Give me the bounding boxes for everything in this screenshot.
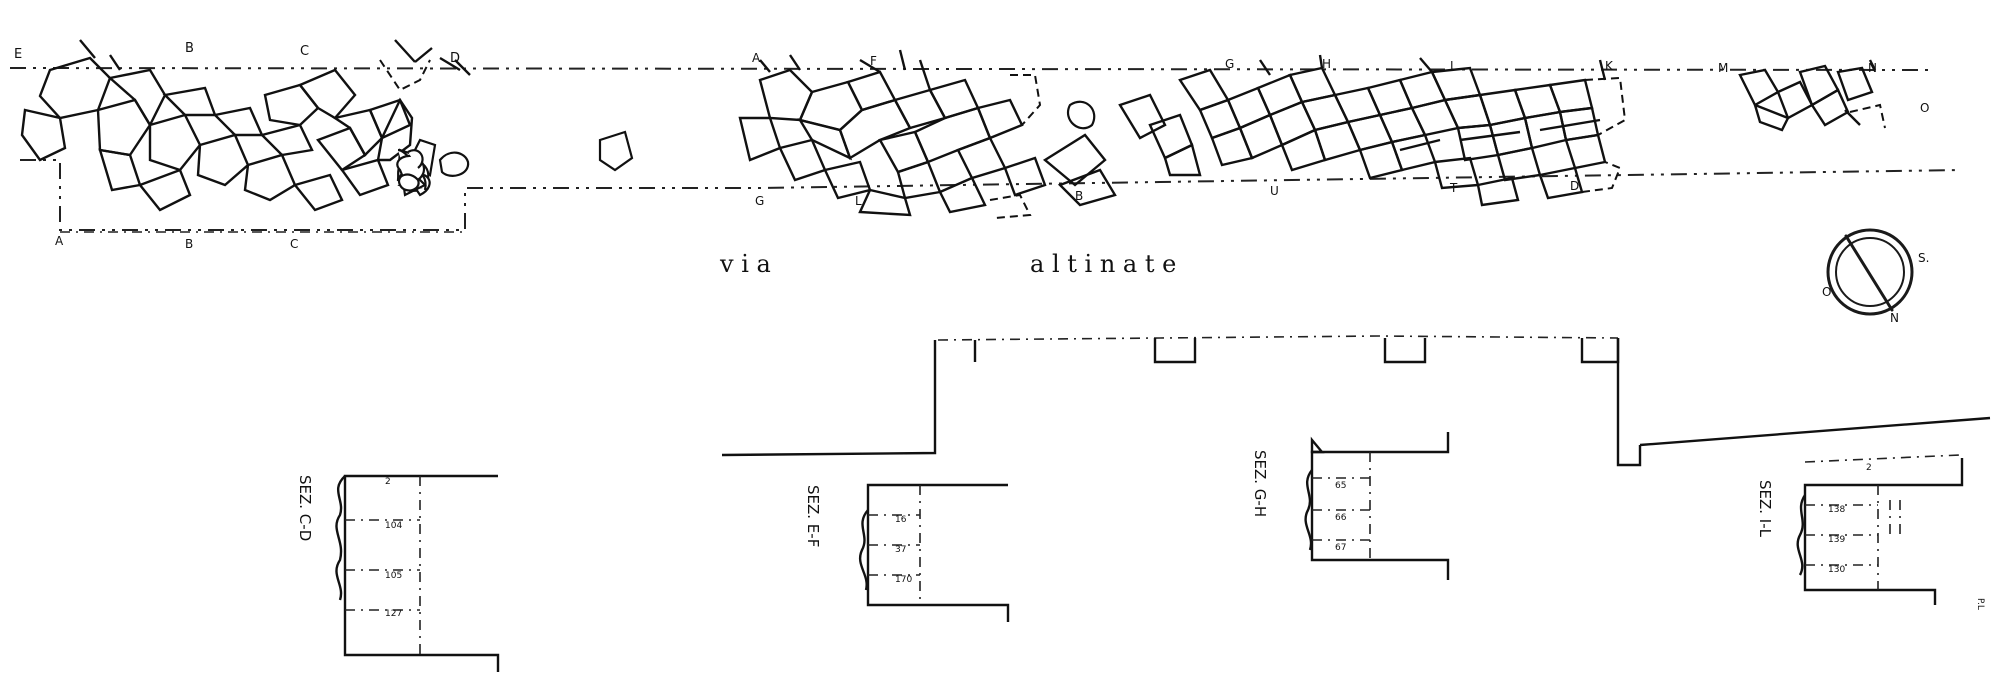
section-c-d-value-3: 105 xyxy=(385,571,402,581)
axis-marker-M: M xyxy=(1718,61,1728,75)
section-i-l-value-2: 138 xyxy=(1828,505,1845,515)
section-g-h: SEZ. G-H 65 66 67 xyxy=(1251,432,1450,580)
section-i-l-value-1: 2 xyxy=(1866,463,1872,473)
section-c-d-value-4: 127 xyxy=(385,609,402,619)
section-g-h-value-1: 65 xyxy=(1335,481,1346,491)
building-outline xyxy=(721,335,1991,467)
axis-marker-O: O xyxy=(1920,101,1929,115)
axis-marker-L-bottom: L xyxy=(855,194,862,208)
compass-label-right: S. xyxy=(1918,251,1929,265)
street-name-word-2: a l t i n a t e xyxy=(1030,250,1176,278)
axis-marker-F: F xyxy=(870,54,877,68)
survey-axis-lines xyxy=(9,67,1961,233)
section-i-l: SEZ. I-L 2 138 139 130 P.L xyxy=(1756,458,1985,610)
axis-marker-D-top: D xyxy=(450,51,460,66)
axis-marker-G: G xyxy=(1225,57,1234,71)
section-e-f: SEZ. E-F 16 37 170 xyxy=(804,483,1010,622)
paving-stones-center xyxy=(738,49,1117,219)
paving-stones-far-east xyxy=(1738,59,1886,132)
axis-marker-C-bottom: C xyxy=(290,237,298,251)
compass-label-bottom: N xyxy=(1890,311,1899,325)
scale-note: P.L xyxy=(1975,598,1985,610)
axis-marker-K: K xyxy=(1605,59,1614,73)
loose-stones xyxy=(396,130,634,192)
axis-marker-A-bottom: A xyxy=(55,234,64,248)
section-i-l-value-4: 130 xyxy=(1828,565,1845,575)
section-g-h-value-2: 66 xyxy=(1335,513,1347,523)
street-name-word-1: v i a xyxy=(719,250,771,278)
axis-markers: E B C D A F G H I K M N O A B C G L B U … xyxy=(14,41,1929,251)
section-c-d-value-1: 2 xyxy=(385,477,391,487)
axis-marker-D-bottom: D xyxy=(1570,179,1579,193)
section-label-e-f: SEZ. E-F xyxy=(804,485,822,547)
axis-marker-U: U xyxy=(1270,184,1279,198)
section-e-f-value-1: 16 xyxy=(895,515,907,525)
axis-marker-B-mid: B xyxy=(1075,189,1083,203)
section-i-l-value-3: 139 xyxy=(1828,535,1845,545)
section-label-g-h: SEZ. G-H xyxy=(1251,450,1269,517)
axis-marker-E: E xyxy=(14,47,22,62)
section-g-h-value-3: 67 xyxy=(1335,543,1346,553)
section-label-i-l: SEZ. I-L xyxy=(1756,480,1774,538)
axis-marker-A-top: A xyxy=(752,51,761,65)
axis-marker-B-top: B xyxy=(185,41,194,56)
section-e-f-value-2: 37 xyxy=(895,545,906,555)
paving-stones-east xyxy=(1118,54,1627,207)
section-e-f-value-3: 170 xyxy=(895,575,912,585)
compass-label-left: O xyxy=(1822,285,1831,299)
axis-marker-T: T xyxy=(1449,181,1458,195)
section-c-d: SEZ. C-D 2 104 105 127 xyxy=(296,474,500,672)
section-label-c-d: SEZ. C-D xyxy=(296,475,314,541)
section-c-d-value-2: 104 xyxy=(385,521,402,531)
axis-marker-C-top: C xyxy=(300,44,309,59)
axis-marker-N: N xyxy=(1868,61,1877,75)
axis-marker-I: I xyxy=(1450,59,1454,73)
axis-marker-H: H xyxy=(1322,57,1331,71)
axis-marker-B-bottom: B xyxy=(185,237,193,251)
compass-icon: S. O N xyxy=(1822,228,1929,325)
axis-marker-G-bottom: G xyxy=(755,194,764,208)
